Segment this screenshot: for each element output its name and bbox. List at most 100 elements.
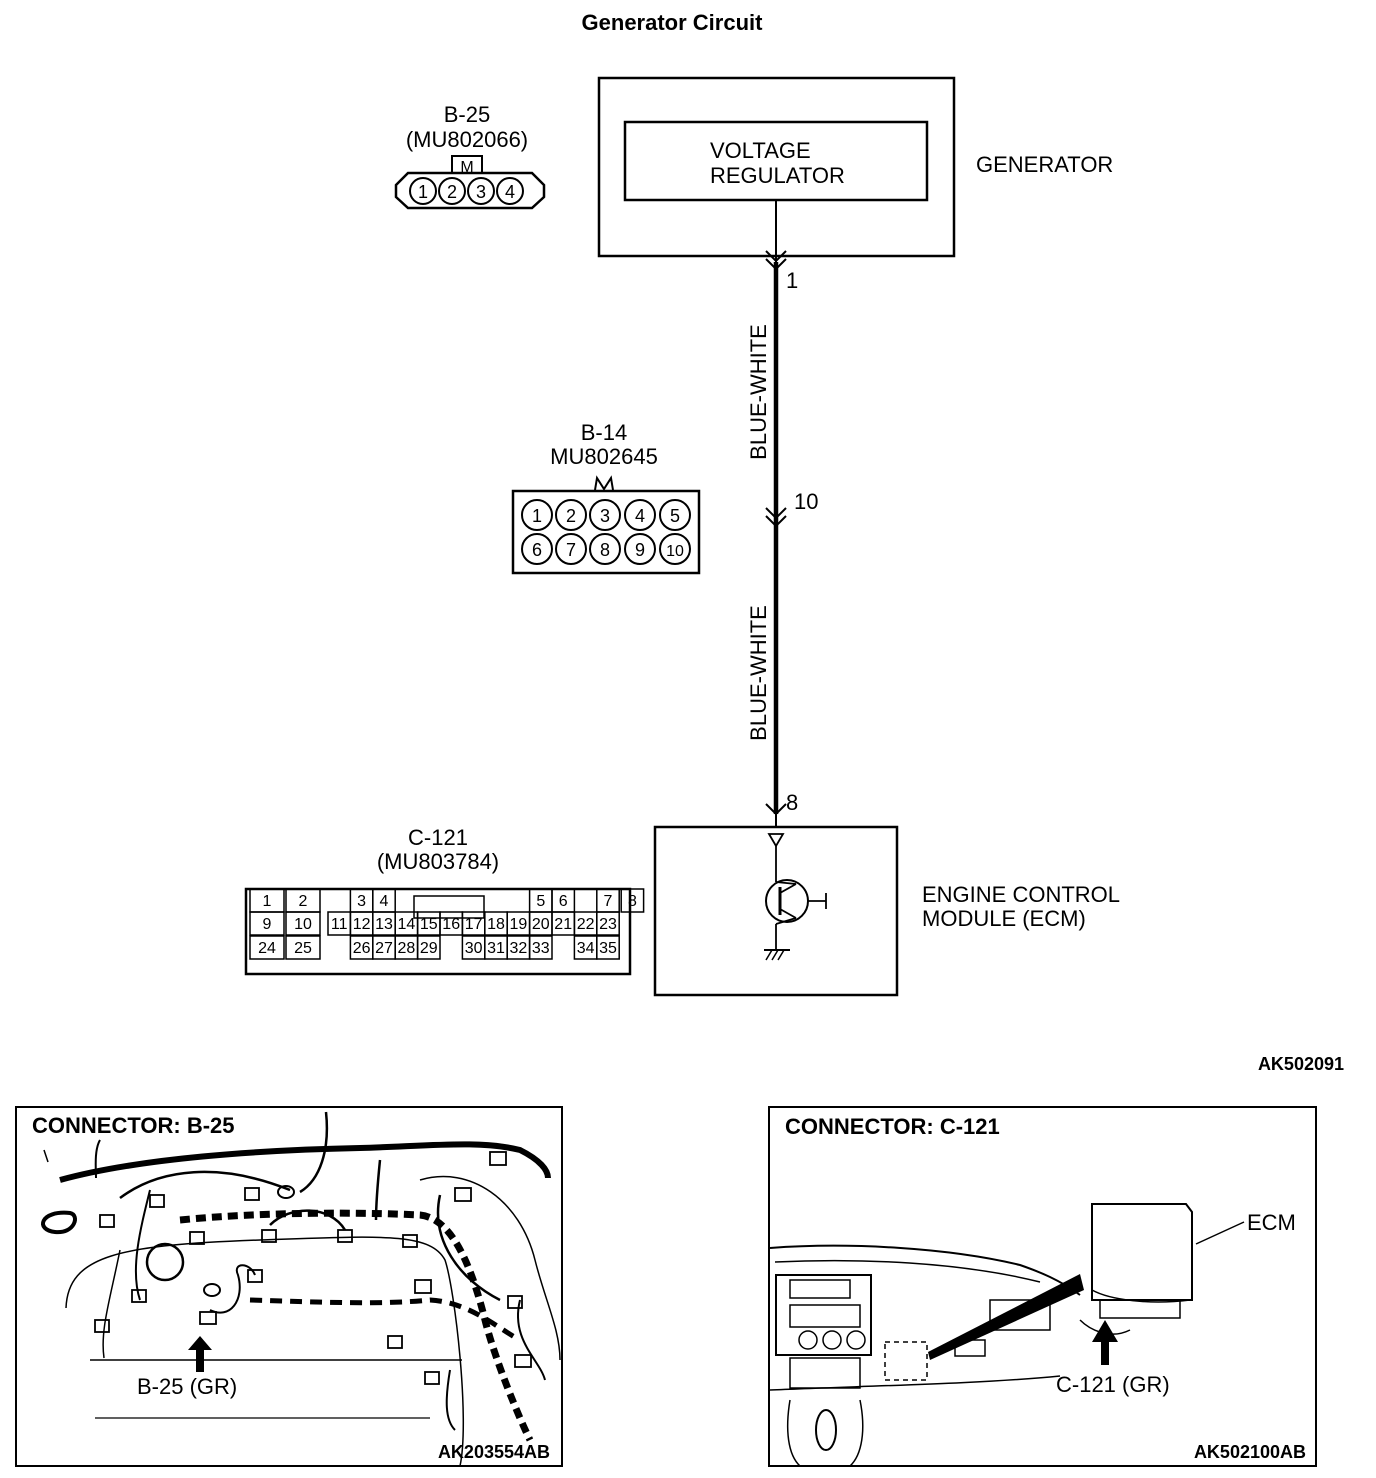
b14-pin: 6 [532,540,542,560]
generator-label: GENERATOR [976,152,1113,177]
c121-pin-cell [285,911,321,936]
c121-pin: 27 [375,940,393,957]
c121-pin: 8 [628,893,637,910]
b14-pin-circle [521,533,553,565]
pointer-wedge [928,1274,1084,1360]
c121-pin: 33 [532,940,550,957]
regulator-label-line2: REGULATOR [710,163,845,188]
c121-pin: 26 [353,940,371,957]
c121-pin: 20 [532,916,550,933]
b14-pin-circle [659,533,691,565]
connector-c121-id: C-121 [408,825,468,850]
generator-component: VOLTAGE REGULATOR GENERATOR [597,76,1113,258]
connector-b14-id: B-14 [581,420,627,445]
figure-code-top: AK502091 [1258,1054,1344,1074]
panel-right-title: CONNECTOR: C-121 [785,1114,1000,1139]
c121-pin: 34 [577,940,595,957]
c121-pin-cell [528,935,553,960]
b14-pin: 2 [566,506,576,526]
c121-pin-cell [249,935,285,960]
c121-pin: 24 [258,940,276,957]
ecm-component: ENGINE CONTROL MODULE (ECM) [653,825,1120,997]
wire-color-lower: BLUE-WHITE [746,605,771,741]
panel-right-code: AK502100AB [1194,1442,1306,1462]
c121-pin: 3 [357,893,366,910]
panel-left-title: CONNECTOR: B-25 [32,1113,235,1138]
c121-pin: 32 [510,940,528,957]
b14-pin-circle [589,533,621,565]
connector-c121-part: (MU803784) [377,849,499,874]
c121-pin: 9 [263,916,272,933]
pin-label-ecm: 8 [786,790,798,815]
ecm-label-line1: ENGINE CONTROL [922,882,1120,907]
c121-key-slot [413,895,485,919]
c121-pin: 2 [299,893,308,910]
c121-pin: 6 [559,893,568,910]
b14-pin: 10 [666,543,684,560]
b14-pin: 5 [670,506,680,526]
c121-pin-cell [249,911,285,936]
b14-pin: 3 [600,506,610,526]
c121-pin: 29 [420,940,438,957]
connector-b25-part: (MU802066) [406,127,528,152]
connector-b14-part: MU802645 [550,444,658,469]
c121-pin: 15 [420,916,438,933]
b14-pin: 4 [635,506,645,526]
c121-pin: 22 [577,916,595,933]
panel-connector-c121: CONNECTOR: C-121 ECM C-12 [768,1106,1317,1467]
b25-pin: 3 [476,182,486,202]
c121-pin: 13 [375,916,393,933]
b14-pin: 8 [600,540,610,560]
panel-right-callout: C-121 (GR) [1056,1372,1170,1397]
regulator-label-line1: VOLTAGE [710,138,811,163]
c121-pin: 30 [465,940,483,957]
c121-pin: 5 [536,893,545,910]
c121-pin: 35 [599,940,617,957]
c121-pin-cell [620,888,645,913]
c121-pin: 18 [487,916,505,933]
engine-bay-illustration [41,1111,561,1467]
b14-pin: 9 [635,540,645,560]
pin-label-generator: 1 [786,268,798,293]
c121-pin: 21 [554,916,572,933]
c121-pin: 12 [353,916,371,933]
c121-pin: 25 [294,940,312,957]
b14-pin-circle [521,499,553,531]
c121-pin-cell [596,935,620,960]
panel-right-ecm-label: ECM [1247,1210,1296,1235]
c121-pin: 16 [442,916,460,933]
dashboard-illustration [769,1203,1245,1467]
b14-pin-circle [589,499,621,531]
wire-color-upper: BLUE-WHITE [746,324,771,460]
b14-pin: 1 [532,506,542,526]
b25-pin: 1 [418,182,428,202]
c121-pin: 4 [380,893,389,910]
c121-pin: 7 [604,893,613,910]
b14-pin-circle [555,533,587,565]
c121-pin-cell [596,911,620,936]
c121-pin: 23 [599,916,617,933]
connector-b14: B-14 MU802645 1 2 3 4 5 6 7 8 9 10 [511,420,701,575]
c121-pin: 14 [398,916,416,933]
c121-pin-cell [285,935,321,960]
b14-pin-circle [555,499,587,531]
ecm-label-line2: MODULE (ECM) [922,906,1086,931]
b14-pin: 7 [566,540,576,560]
b14-pin-circle [624,533,656,565]
callout-arrow-icon [188,1336,212,1372]
c121-pin: 11 [331,916,348,933]
callout-arrow-icon [1092,1320,1118,1365]
pin-label-junction: 10 [794,489,818,514]
wire-blue-white: 1 10 8 BLUE-WHITE BLUE-WHITE [746,200,818,828]
c121-pin: 10 [294,916,312,933]
c121-pin: 17 [465,916,483,933]
c121-pin: 28 [398,940,416,957]
b14-pin-circle [659,499,691,531]
connector-b25: B-25 (MU802066) M 1 2 3 4 [394,102,546,210]
panel-left-code: AK203554AB [438,1442,550,1462]
c121-pin: 1 [263,893,272,910]
diagram-title: Generator Circuit [582,10,764,35]
panel-left-callout: B-25 (GR) [137,1374,237,1399]
